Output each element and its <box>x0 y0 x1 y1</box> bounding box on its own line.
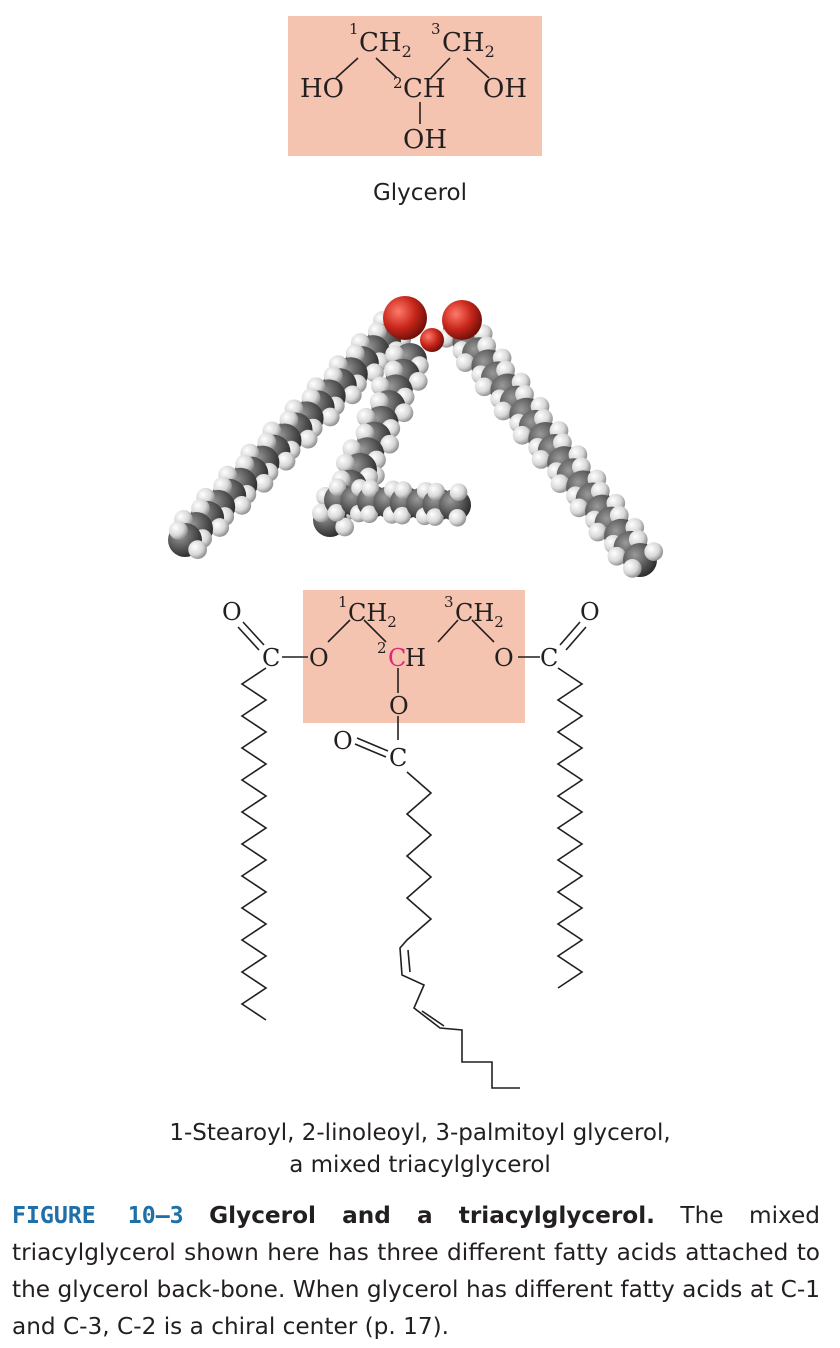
hydrogen-atom <box>607 546 627 566</box>
hydrogen-atom <box>210 518 230 537</box>
hydrogen-atom <box>385 345 404 364</box>
right-ester-c: C <box>540 644 558 672</box>
hydrogen-atom <box>328 478 347 497</box>
hydrogen-atom <box>455 353 475 372</box>
hydrogen-atom <box>370 376 390 396</box>
oxygen-atom <box>420 328 444 352</box>
hydrogen-atom <box>448 508 467 527</box>
glycerol-structure: 1 CH2 3 CH2 HO 2 CH OH OH <box>288 16 542 156</box>
hydrogen-atom <box>343 385 362 405</box>
hydrogen-atom <box>169 521 188 540</box>
middle-ester-c: C <box>389 744 407 772</box>
hydrogen-atom <box>427 482 445 501</box>
hydrogen-atom <box>356 407 376 427</box>
tag-c2-h: H <box>405 644 426 672</box>
hydrogen-atom <box>342 439 362 459</box>
linoleoyl-chain <box>399 771 520 1089</box>
hydrogen-atom <box>644 542 664 561</box>
left-carbonyl-o: O <box>222 598 242 626</box>
hydrogen-atom <box>254 473 274 493</box>
hydrogen-atom <box>394 403 414 423</box>
tag-c1-group: CH2 <box>348 599 397 631</box>
hydrogen-atom <box>531 450 551 469</box>
glycerol-highlight-box <box>288 16 542 156</box>
hydrogen-atom <box>550 474 570 493</box>
hydrogen-atom <box>327 503 346 522</box>
hydrogen-atom <box>276 451 296 471</box>
left-ester-c: C <box>262 644 280 672</box>
left-ester-o: O <box>309 644 329 672</box>
figure-caption: FIGURE 10–3 Glycerol and a triacylglycer… <box>12 1197 820 1345</box>
hydrogen-atom <box>380 434 400 454</box>
hydrogen-atom <box>449 483 468 502</box>
hydrogen-atom <box>474 377 494 397</box>
right-ester-o: O <box>494 644 514 672</box>
space-filling-model <box>168 296 664 578</box>
oxygen-atom <box>442 300 482 340</box>
hydrogen-atom <box>232 496 252 515</box>
hydrogen-atom <box>393 506 411 525</box>
middle-ester-o: O <box>389 692 409 720</box>
tag-c1-label: 1 <box>338 593 348 611</box>
figure-title: Glycerol and a triacylglycerol. <box>209 1202 655 1229</box>
tag-chiral-c: C <box>388 644 406 672</box>
hydrogen-atom <box>588 522 608 542</box>
hydrogen-atom <box>360 505 379 524</box>
glycerol-c2-label: 2 <box>393 74 403 92</box>
hydrogen-atom <box>298 429 318 449</box>
hydrogen-atom <box>394 481 413 499</box>
hydrogen-atom <box>622 559 642 578</box>
tag-highlight-box <box>303 590 525 723</box>
hydrogen-atom <box>311 503 331 523</box>
hydrogen-atom <box>320 407 340 427</box>
hydrogen-atom <box>335 517 355 537</box>
glycerol-c3-label: 3 <box>431 20 441 38</box>
oxygen-atom <box>383 296 427 340</box>
hydrogen-atom <box>188 540 207 559</box>
middle-carbonyl-o: O <box>333 727 353 755</box>
tag-c2-label: 2 <box>377 639 387 657</box>
hydrogen-atom <box>512 425 532 445</box>
glycerol-c1-label: 1 <box>349 20 359 38</box>
glycerol-oh-bottom: OH <box>403 125 447 155</box>
triacylglycerol-structure: O C O 1 CH2 3 CH2 2 C H O C O O O C <box>222 590 600 1089</box>
tag-c3-label: 3 <box>444 593 454 611</box>
glycerol-c3-group: CH2 <box>442 28 495 61</box>
hydrogen-atom <box>493 401 513 421</box>
glycerol-oh-right: OH <box>483 74 527 104</box>
hydrogen-atom <box>569 498 589 518</box>
glycerol-c2-group: CH <box>403 74 446 104</box>
palmitoyl-chain <box>556 667 584 989</box>
tag-c3-group: CH2 <box>455 599 504 631</box>
glycerol-name: Glycerol <box>372 180 468 206</box>
hydrogen-atom <box>361 479 380 498</box>
glycerol-c1-group: CH2 <box>359 28 412 61</box>
hydrogen-atom <box>335 453 355 473</box>
stearoyl-chain <box>240 667 268 1021</box>
right-carbonyl-o: O <box>580 598 600 626</box>
triacylglycerol-name-line1: 1-Stearoyl, 2-linoleoyl, 3-palmitoyl gly… <box>169 1120 671 1146</box>
glycerol-ho: HO <box>300 74 344 104</box>
figure-number: FIGURE 10–3 <box>12 1202 184 1229</box>
triacylglycerol-name: 1-Stearoyl, 2-linoleoyl, 3-palmitoyl gly… <box>0 1117 840 1181</box>
hydrogen-atom <box>426 508 444 526</box>
triacylglycerol-name-line2: a mixed triacylglycerol <box>289 1152 551 1178</box>
figure-caption-body: The mixed triacylglycerol shown here has… <box>12 1202 821 1340</box>
hydrogen-atom <box>408 371 428 391</box>
